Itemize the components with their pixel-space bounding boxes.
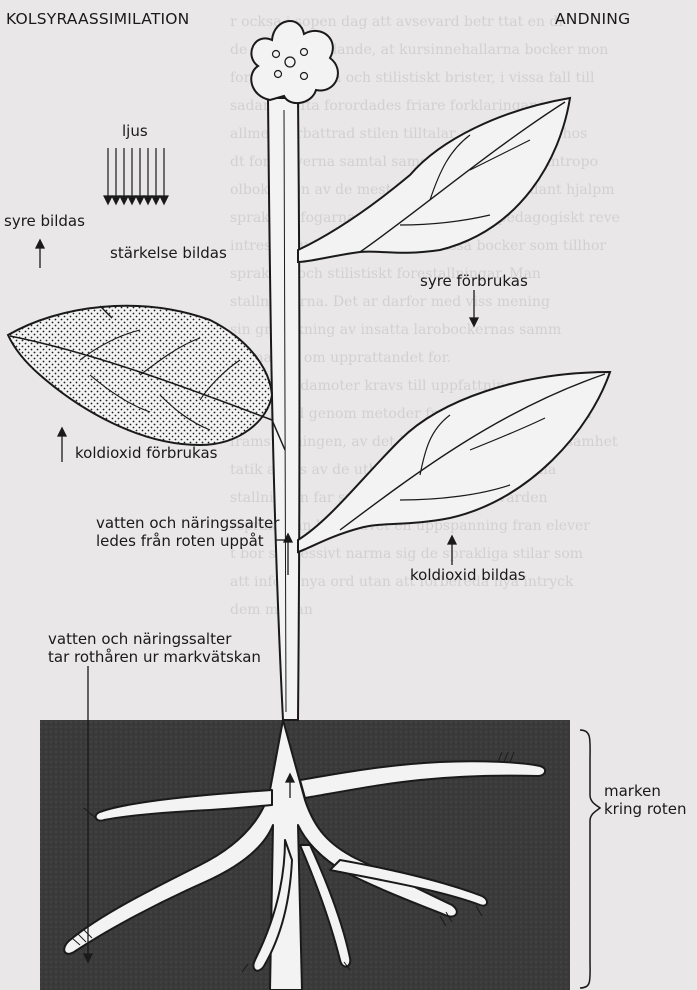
label-water-transport-line2: ledes från roten uppåt (96, 532, 264, 551)
label-root-hairs-line1: vatten och näringssalter (48, 630, 231, 649)
label-ground-line2: kring roten (604, 800, 686, 819)
label-water-transport-line1: vatten och näringssalter (96, 514, 279, 533)
label-oxygen-consumed: syre förbrukas (420, 272, 528, 291)
title-photosynthesis: KOLSYRAASSIMILATION (6, 10, 189, 29)
label-light: ljus (122, 122, 148, 141)
label-co2-consumed: koldioxid förbrukas (75, 444, 218, 463)
light-rays (104, 148, 168, 204)
label-ground-line1: marken (604, 782, 661, 801)
stem (268, 98, 300, 720)
title-respiration: ANDNING (555, 10, 630, 29)
leaf-right-lower (298, 372, 610, 552)
ground-bracket (580, 730, 600, 988)
leaf-left-photosynthesis (8, 306, 285, 450)
flower (251, 21, 338, 103)
label-oxygen-formed: syre bildas (4, 212, 85, 231)
label-starch-formed: stärkelse bildas (110, 244, 227, 263)
leaf-right-upper (298, 98, 570, 262)
label-root-hairs-line2: tar rothåren ur markvätskan (48, 648, 261, 667)
label-co2-formed: koldioxid bildas (410, 566, 526, 585)
